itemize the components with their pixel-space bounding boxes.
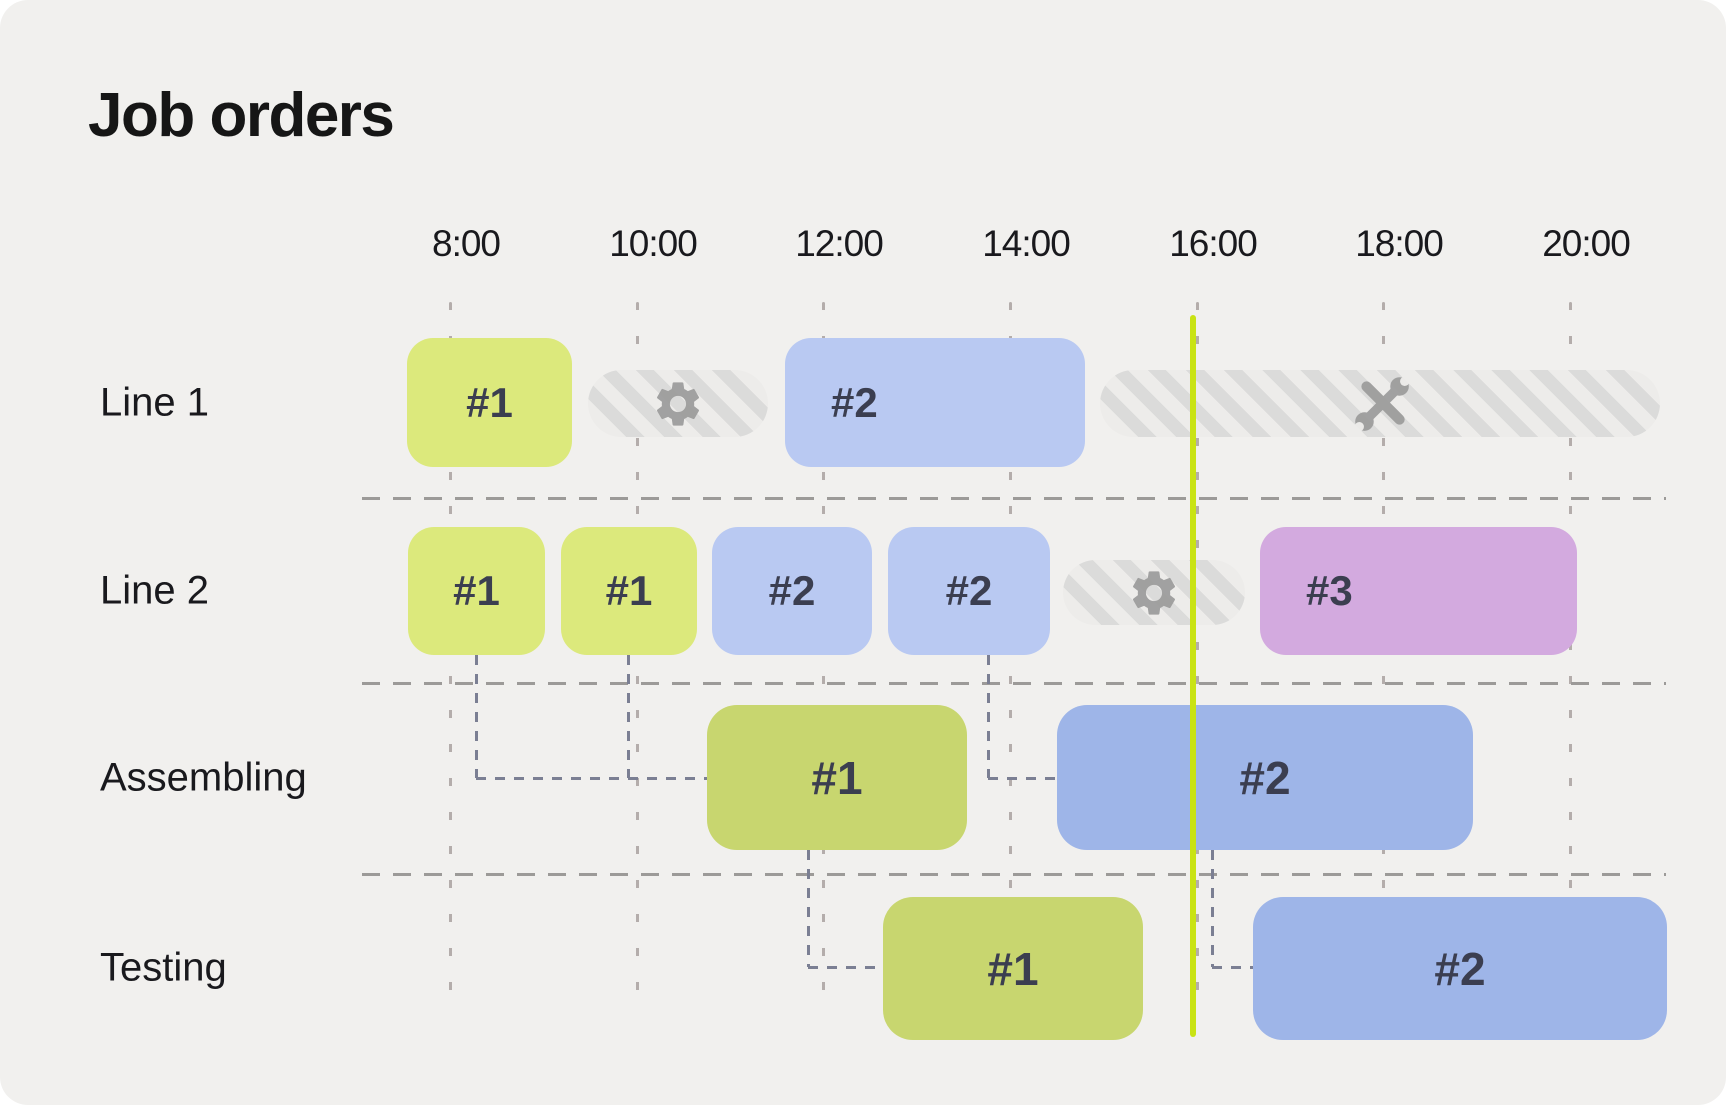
axis-label: 14:00 xyxy=(982,223,1071,264)
axis-label: 8:00 xyxy=(431,223,501,264)
gridline xyxy=(821,302,825,1012)
row-label-line-2: Line 2 xyxy=(100,568,209,613)
assembling-segmented-bar-1[interactable]: #1 xyxy=(707,705,967,850)
line-2-job-bar-6[interactable]: #3 xyxy=(1260,527,1577,655)
dependency-connector xyxy=(1210,850,1214,967)
row-separator xyxy=(362,496,1666,500)
line-2-job-bar-2[interactable]: #1 xyxy=(561,527,697,655)
gridline xyxy=(635,302,639,1012)
row-label-testing: Testing xyxy=(100,945,227,990)
bar-label: #1 xyxy=(987,942,1039,995)
dependency-connector xyxy=(1212,965,1253,969)
gridline xyxy=(1195,302,1199,1012)
bar-label: #2 xyxy=(831,378,878,426)
gridline xyxy=(1381,302,1385,1012)
axis-label: 12:00 xyxy=(795,223,884,264)
bar-label: #2 xyxy=(1434,942,1486,995)
dependency-connector xyxy=(474,655,478,778)
current-time-line xyxy=(1190,315,1196,1037)
line-2-job-bar-4[interactable]: #2 xyxy=(888,527,1050,655)
bar-label: #2 xyxy=(768,567,816,614)
gridline xyxy=(1568,302,1572,1012)
dependency-connector xyxy=(806,850,810,967)
dependency-connector xyxy=(628,776,707,780)
line-1-job-bar-1[interactable]: #1 xyxy=(407,338,572,467)
dependency-connector xyxy=(986,655,990,778)
bar-label: #2 xyxy=(945,567,993,614)
testing-segmented-bar-1[interactable]: #1 xyxy=(883,897,1143,1040)
bar-label: #1 xyxy=(466,378,513,426)
axis-label: 18:00 xyxy=(1355,223,1444,264)
dependency-connector xyxy=(476,776,707,780)
row-separator xyxy=(362,872,1666,876)
row-label-line-1: Line 1 xyxy=(100,380,209,425)
axis-label: 16:00 xyxy=(1169,223,1258,264)
axis-label: 10:00 xyxy=(609,223,698,264)
gear-icon xyxy=(1127,566,1181,620)
line-2-job-bar-3[interactable]: #2 xyxy=(712,527,872,655)
bar-label: #1 xyxy=(605,567,653,614)
gridline xyxy=(1008,302,1012,1012)
bar-label: #2 xyxy=(1239,751,1291,804)
bar-label: #1 xyxy=(453,567,500,614)
dependency-connector xyxy=(626,655,630,778)
axis-label: 20:00 xyxy=(1542,223,1631,264)
gridline xyxy=(448,302,452,1012)
testing-segmented-bar-2[interactable]: #2 xyxy=(1253,897,1667,1040)
gear-icon xyxy=(651,377,705,431)
page-title: Job orders xyxy=(88,81,395,150)
row-separator xyxy=(362,681,1666,685)
line-2-job-bar-1[interactable]: #1 xyxy=(408,527,545,655)
line-2-maintenance-bar-5[interactable] xyxy=(1063,560,1245,625)
line-1-maintenance-bar-4[interactable] xyxy=(1100,370,1660,437)
dependency-connector xyxy=(808,965,883,969)
bar-label: #3 xyxy=(1306,567,1353,614)
dependency-connector xyxy=(988,776,1057,780)
line-1-maintenance-bar-2[interactable] xyxy=(588,370,768,437)
line-1-job-bar-3[interactable]: #2 xyxy=(785,338,1085,467)
bar-label: #1 xyxy=(811,751,863,804)
tools-icon xyxy=(1349,371,1415,437)
row-label-assembling: Assembling xyxy=(100,755,307,800)
assembling-segmented-bar-2[interactable]: #2 xyxy=(1057,705,1473,850)
